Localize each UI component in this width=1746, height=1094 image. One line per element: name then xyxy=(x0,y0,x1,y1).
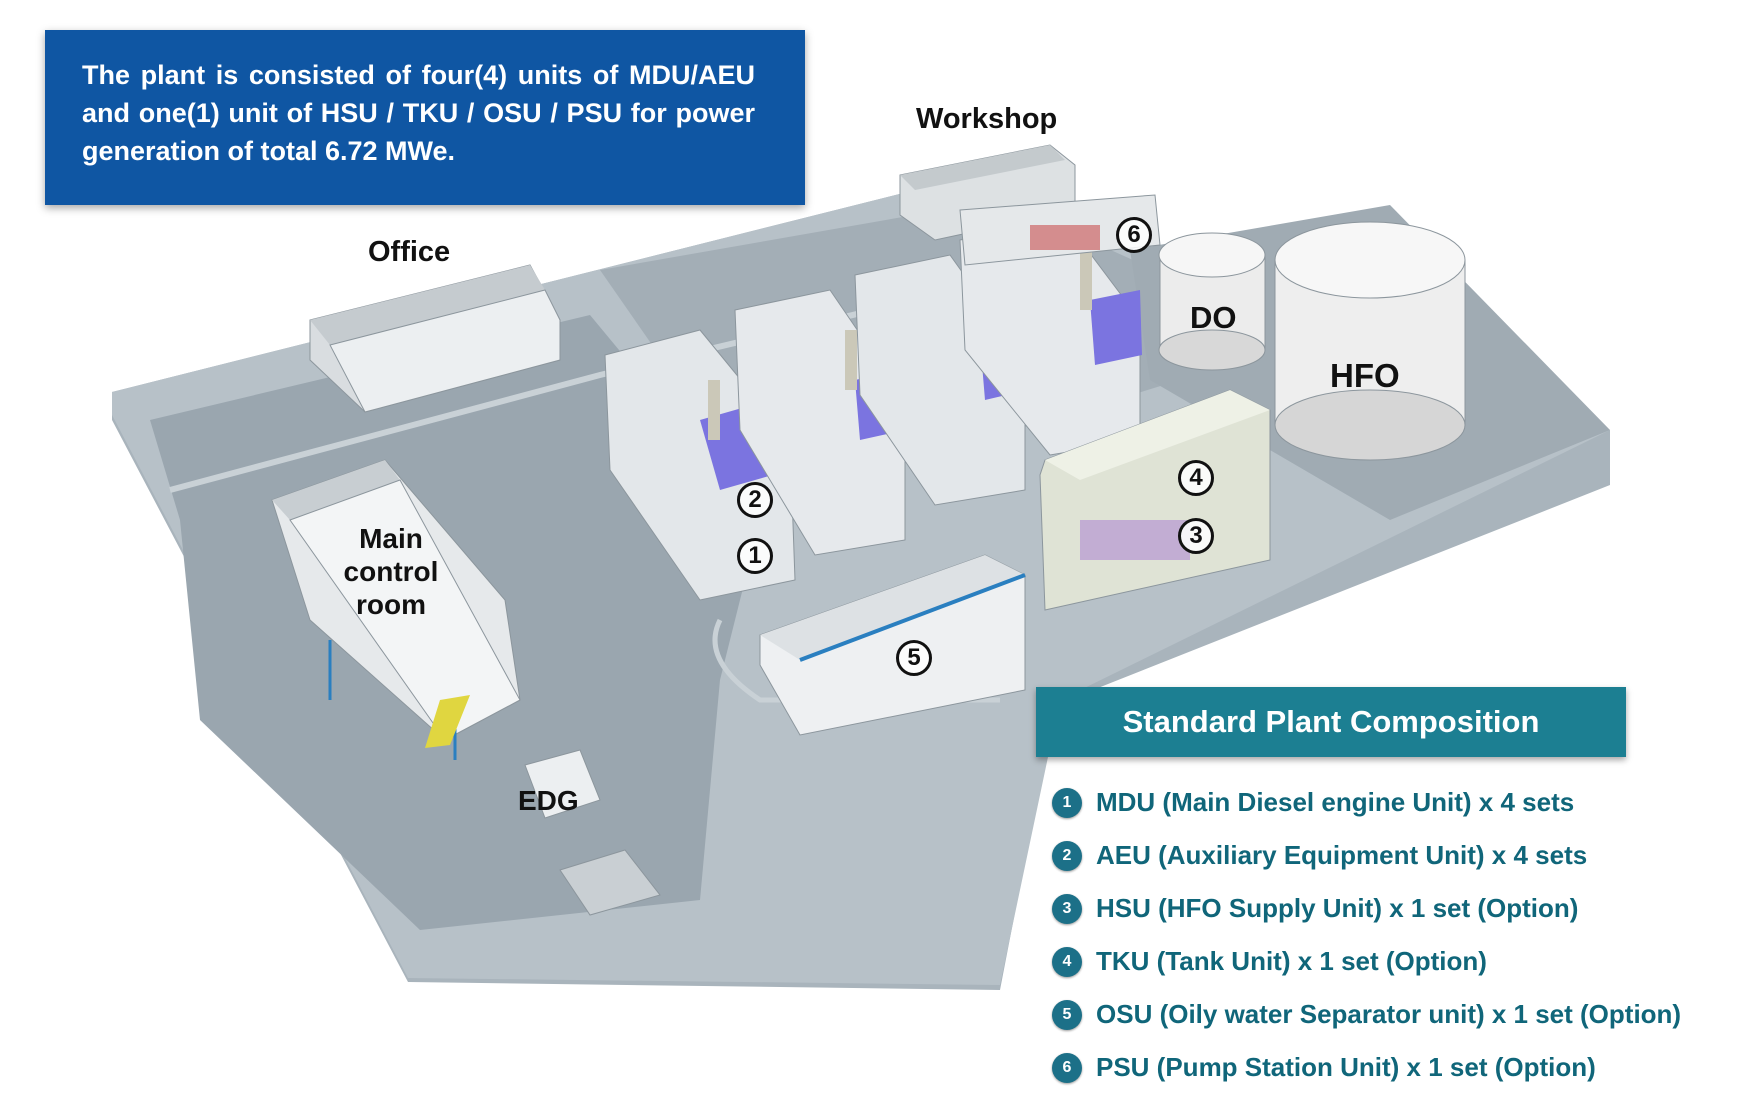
main-control-room-label-line1: Main xyxy=(359,523,423,554)
do-tank xyxy=(1158,232,1266,371)
legend-item-text: TKU (Tank Unit) x 1 set (Option) xyxy=(1096,946,1487,976)
legend-item: 3 HSU (HFO Supply Unit) x 1 set (Option) xyxy=(1052,882,1742,935)
legend-item: 4 TKU (Tank Unit) x 1 set (Option) xyxy=(1052,935,1742,988)
legend-number-badge: 6 xyxy=(1052,1052,1082,1083)
office-building xyxy=(309,264,561,413)
legend-item-text: HSU (HFO Supply Unit) x 1 set (Option) xyxy=(1096,893,1579,923)
legend-list: 1 MDU (Main Diesel engine Unit) x 4 sets… xyxy=(1052,776,1742,1094)
hfo-tank-label: HFO xyxy=(1330,357,1400,394)
legend-item: 1 MDU (Main Diesel engine Unit) x 4 sets xyxy=(1052,776,1742,829)
office-label: Office xyxy=(368,236,451,268)
legend-title: Standard Plant Composition xyxy=(1036,687,1626,757)
plant-summary-box: The plant is consisted of four(4) units … xyxy=(45,30,805,205)
legend-item: 2 AEU (Auxiliary Equipment Unit) x 4 set… xyxy=(1052,829,1742,882)
road-line xyxy=(712,618,1000,703)
legend-item-text: MDU (Main Diesel engine Unit) x 4 sets xyxy=(1096,787,1575,817)
hfo-tank xyxy=(1274,221,1466,461)
legend-item: 6 PSU (Pump Station Unit) x 1 set (Optio… xyxy=(1052,1041,1742,1094)
marker-4: 4 xyxy=(1178,460,1214,496)
legend-number-badge: 3 xyxy=(1052,893,1082,924)
legend-number-badge: 5 xyxy=(1052,999,1082,1030)
marker-5: 5 xyxy=(896,640,932,676)
pump-station-unit xyxy=(959,194,1161,266)
hsu-tku-unit xyxy=(1039,389,1271,611)
edg-label: EDG xyxy=(518,785,579,816)
legend-item-text: PSU (Pump Station Unit) x 1 set (Option) xyxy=(1096,1052,1596,1082)
main-control-room-building xyxy=(271,459,521,760)
main-control-room-label-line2: control room xyxy=(343,556,439,620)
marker-1: 1 xyxy=(737,538,773,574)
legend-item-text: AEU (Auxiliary Equipment Unit) x 4 sets xyxy=(1096,840,1588,870)
legend-item: 5 OSU (Oily water Separator unit) x 1 se… xyxy=(1052,988,1742,1041)
main-control-room-label: Main control room xyxy=(306,522,476,621)
legend-number-badge: 2 xyxy=(1052,840,1082,871)
marker-3: 3 xyxy=(1178,518,1214,554)
edg-building xyxy=(524,749,661,916)
legend-number-badge: 1 xyxy=(1052,787,1082,818)
marker-2: 2 xyxy=(737,482,773,518)
marker-6: 6 xyxy=(1116,217,1152,253)
do-tank-label: DO xyxy=(1190,300,1237,335)
workshop-label: Workshop xyxy=(916,103,1058,135)
legend-item-text: OSU (Oily water Separator unit) x 1 set … xyxy=(1096,999,1682,1029)
legend-number-badge: 4 xyxy=(1052,946,1082,977)
oily-water-separator-unit xyxy=(759,554,1026,736)
